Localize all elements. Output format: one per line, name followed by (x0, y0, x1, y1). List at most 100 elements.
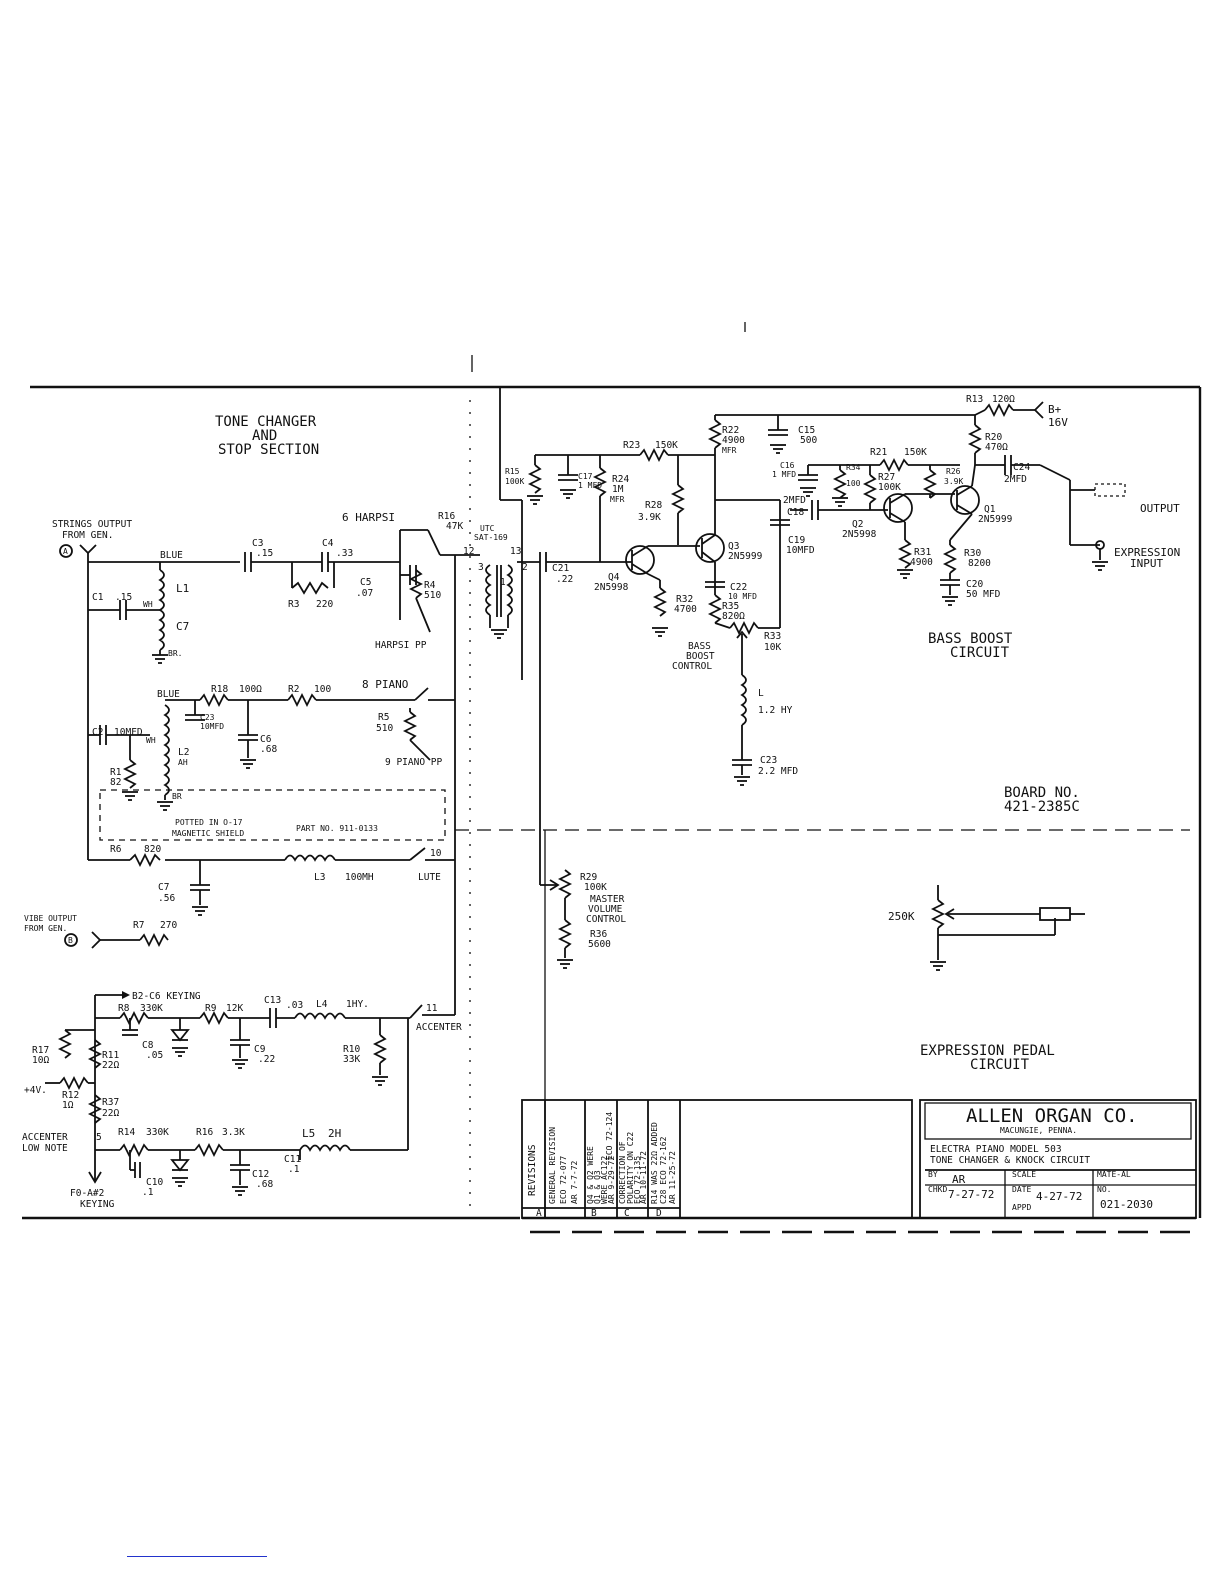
master-volume-pot-r29[interactable]: R29 100K (540, 869, 607, 899)
svg-text:2N5999: 2N5999 (728, 551, 763, 562)
svg-text:C9: C9 (254, 1044, 266, 1055)
svg-text:22Ω: 22Ω (102, 1108, 119, 1119)
svg-text:.22: .22 (556, 574, 573, 585)
control-label: VOLUME (588, 904, 623, 915)
stop-label: HARPSI PP (375, 640, 427, 651)
capacitor-c6: C6 .68 (238, 700, 277, 769)
stop-switch-accenter[interactable] (409, 1004, 423, 1019)
supply-label: 16V (1048, 416, 1068, 429)
inductor-l1: L1 C7 WH BR. (143, 562, 189, 664)
output-jack[interactable]: OUTPUT (1070, 483, 1180, 515)
stop-switch-harpsi[interactable] (427, 529, 441, 556)
svg-text:2N5999: 2N5999 (978, 514, 1013, 525)
svg-text:R27: R27 (878, 472, 895, 483)
supply-label: B+ (1048, 403, 1062, 416)
svg-text:C3: C3 (252, 538, 263, 549)
svg-text:R9: R9 (205, 1003, 217, 1014)
resistor-r9: R9 12K (199, 1003, 243, 1026)
svg-text:R17: R17 (32, 1045, 49, 1056)
svg-text:C7: C7 (158, 882, 169, 893)
svg-text:3.9K: 3.9K (638, 512, 661, 523)
svg-text:C: C (624, 1208, 630, 1219)
section-title-line: TONE CHANGER (215, 414, 317, 430)
resistor-r14: R14 330K (118, 1127, 169, 1158)
resistor-r7: R7 270 (133, 920, 177, 948)
svg-text:7-27-72: 7-27-72 (948, 1188, 994, 1201)
svg-text:POTTED IN O-17: POTTED IN O-17 (175, 818, 243, 827)
svg-text:.05: .05 (146, 1050, 163, 1061)
resistor-r3: R3 220 (288, 562, 335, 610)
svg-text:L: L (758, 688, 764, 699)
svg-text:3.3K: 3.3K (222, 1127, 245, 1138)
revisions-block: REVISIONS A B C D GENERAL REVISION ECO 7… (521, 1099, 913, 1219)
wire-color-label: BLUE (160, 550, 183, 561)
svg-text:R28: R28 (645, 500, 662, 511)
svg-text:L3: L3 (314, 872, 325, 883)
svg-text:47K: 47K (446, 521, 463, 532)
svg-text:AR 7-7-72: AR 7-7-72 (570, 1160, 579, 1204)
svg-text:.68: .68 (256, 1179, 273, 1190)
keying-label: KEYING (80, 1199, 115, 1210)
svg-text:4700: 4700 (674, 604, 697, 615)
svg-text:R22: R22 (722, 425, 739, 436)
svg-text:2.2 MFD: 2.2 MFD (758, 766, 798, 777)
svg-text:10K: 10K (764, 642, 781, 653)
control-label: CONTROL (586, 914, 626, 925)
svg-text:R18: R18 (211, 684, 228, 695)
svg-text:11: 11 (426, 1003, 438, 1014)
svg-text:R4: R4 (424, 580, 436, 591)
svg-text:BY: BY (928, 1170, 938, 1179)
transformer-label: SAT-169 (474, 533, 508, 542)
svg-text:5600: 5600 (588, 939, 611, 950)
svg-text:Q1: Q1 (984, 504, 996, 515)
svg-text:ECO 72-124: ECO 72-124 (605, 1112, 614, 1160)
svg-text:500: 500 (800, 435, 817, 446)
svg-text:.07: .07 (356, 588, 373, 599)
svg-text:C28 ECO 72-162: C28 ECO 72-162 (659, 1136, 668, 1204)
transistor-q1: Q1 2N5999 (949, 464, 1013, 541)
svg-text:C8: C8 (142, 1040, 154, 1051)
keying-label: B2-C6 KEYING (132, 991, 201, 1002)
svg-text:R14 WAS 22Ω ADDED: R14 WAS 22Ω ADDED (650, 1122, 659, 1204)
svg-text:C4: C4 (322, 538, 334, 549)
svg-text:R29: R29 (580, 872, 597, 883)
svg-text:R15: R15 (505, 467, 520, 476)
svg-text:MFR: MFR (610, 495, 625, 504)
svg-text:33K: 33K (343, 1054, 360, 1065)
svg-text:100K: 100K (878, 482, 901, 493)
svg-text:C15: C15 (798, 425, 815, 436)
resistor-r5: R5 510 (376, 708, 418, 741)
svg-text:100K: 100K (505, 477, 524, 486)
stop-switch-piano[interactable] (414, 687, 429, 701)
svg-text:D: D (656, 1208, 662, 1219)
svg-text:220: 220 (316, 599, 333, 610)
svg-text:REVISIONS: REVISIONS (527, 1144, 538, 1196)
drawing-title: ELECTRA PIANO MODEL 503 (930, 1144, 1062, 1155)
input-label: INPUT (1130, 557, 1163, 570)
expression-pot-250k[interactable]: 250K (888, 885, 1085, 971)
expression-input-jack[interactable]: EXPRESSION INPUT (1070, 540, 1180, 571)
vibe-input: VIBE OUTPUT FROM GEN. B (24, 914, 102, 949)
stop-switch-piano-pp[interactable] (409, 739, 431, 761)
stop-switch-lute[interactable] (409, 847, 426, 861)
capacitor-c15: C15 500 (768, 415, 817, 454)
svg-text:1 MFD: 1 MFD (772, 470, 796, 479)
bass-boost-pot-r33[interactable]: R33 10K (714, 620, 781, 653)
svg-text:R26: R26 (946, 467, 961, 476)
svg-text:WERE AC122: WERE AC122 (600, 1156, 609, 1204)
potted-shield-note: POTTED IN O-17 MAGNETIC SHIELD PART NO. … (99, 789, 446, 841)
svg-text:100: 100 (314, 684, 331, 695)
resistor-r8: R8 330K (118, 1003, 163, 1026)
expression-pedal-title: EXPRESSION PEDAL CIRCUIT (920, 1043, 1055, 1073)
stop-switch-harpsi-pp[interactable] (415, 597, 431, 633)
resistor-r13: R13 120Ω (966, 394, 1044, 419)
input-label: FROM GEN. (62, 530, 113, 541)
svg-text:C5: C5 (360, 577, 371, 588)
transformer-t1: 3 2 1 (478, 562, 528, 639)
capacitor-c21: C21 .22 (539, 552, 573, 585)
resistor-r31: R31 4900 (896, 539, 933, 579)
svg-text:R16: R16 (438, 511, 455, 522)
svg-text:BR.: BR. (168, 649, 182, 658)
svg-text:NO.: NO. (1097, 1185, 1111, 1194)
